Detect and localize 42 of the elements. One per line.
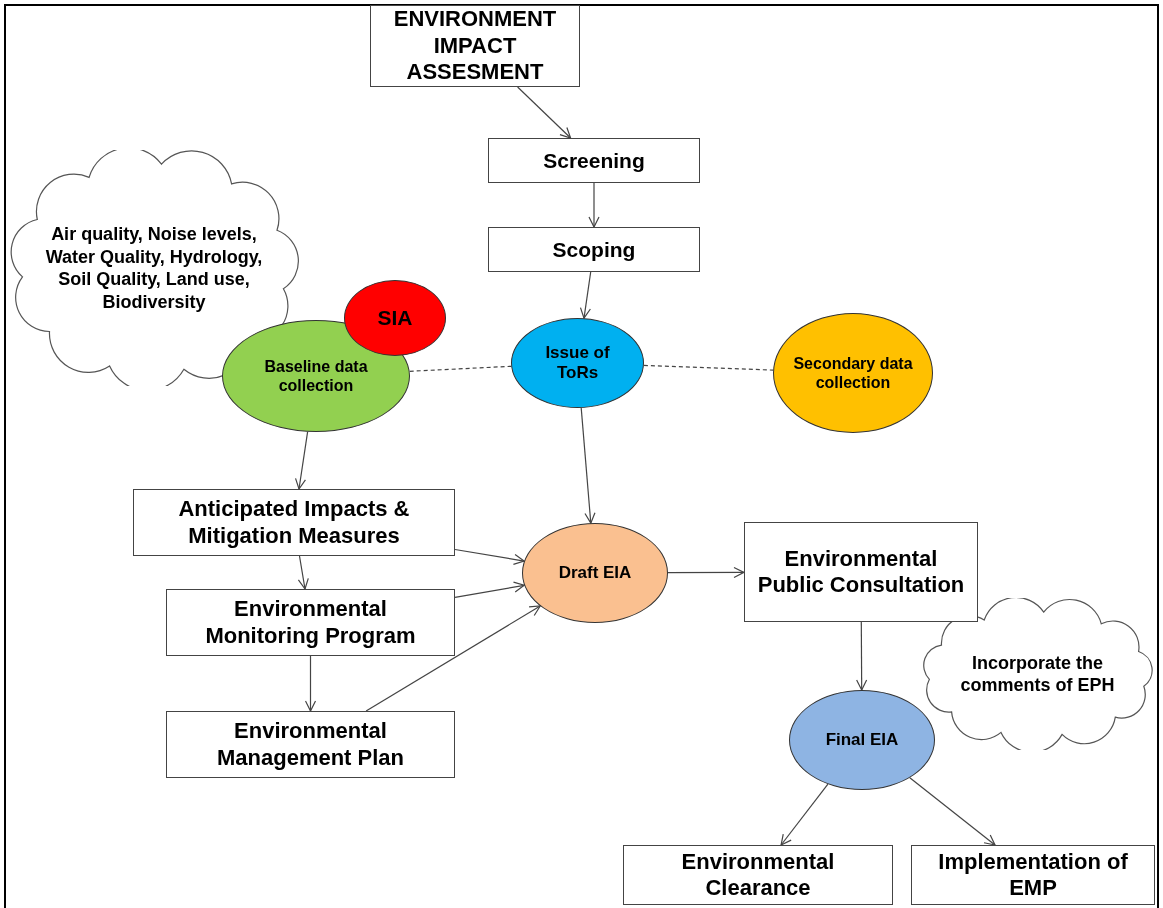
- node-text: Incorporate the comments of EPH: [959, 651, 1116, 697]
- process-box: [623, 845, 893, 905]
- process-box: [744, 522, 978, 622]
- node-text: Environmental Management Plan: [215, 718, 405, 771]
- arrow: [304, 655, 317, 712]
- process-box: [166, 711, 455, 778]
- node-text: Screening: [543, 147, 645, 174]
- arrow: [667, 566, 745, 579]
- node-text: Anticipated Impacts & Mitigation Measures: [177, 496, 411, 549]
- node-text: ENVIRONMENT IMPACT ASSESMENT: [392, 6, 558, 86]
- arrow: [588, 182, 600, 228]
- node-text: Draft EIA: [558, 562, 632, 584]
- arrow: [580, 407, 596, 524]
- arrow: [297, 555, 309, 590]
- node-text: Final EIA: [825, 729, 899, 751]
- process-box: [911, 845, 1155, 905]
- arrow: [856, 621, 868, 691]
- node-text: Baseline data collection: [263, 356, 369, 396]
- arrow: [579, 271, 592, 319]
- arrow: [294, 431, 309, 490]
- process-box: [488, 138, 700, 183]
- node-text: Environmental Clearance: [680, 848, 836, 902]
- dashed-connector: [643, 364, 774, 371]
- node-text: Implementation of EMP: [937, 848, 1129, 902]
- arrow: [780, 783, 829, 846]
- process-box: [488, 227, 700, 272]
- node-text: Scoping: [552, 236, 636, 263]
- process-box: [133, 489, 455, 556]
- node-text: SIA: [377, 305, 413, 331]
- arrow: [909, 777, 996, 846]
- node-text: Environmental Monitoring Program: [204, 596, 417, 649]
- node-text: Air quality, Noise levels, Water Quality, Hydrology, Soil Quality, Land use, Biodiversity: [44, 223, 264, 313]
- arrow: [454, 581, 525, 598]
- node-text: Issue of ToRs: [544, 342, 611, 384]
- node-text: Secondary data collection: [792, 353, 914, 393]
- arrow: [454, 548, 525, 565]
- arrow: [517, 86, 572, 139]
- node-text: Environmental Public Consultation: [756, 545, 966, 599]
- dashed-connector: [409, 365, 512, 372]
- process-box: [370, 5, 580, 87]
- process-box: [166, 589, 455, 656]
- arrow: [365, 605, 541, 712]
